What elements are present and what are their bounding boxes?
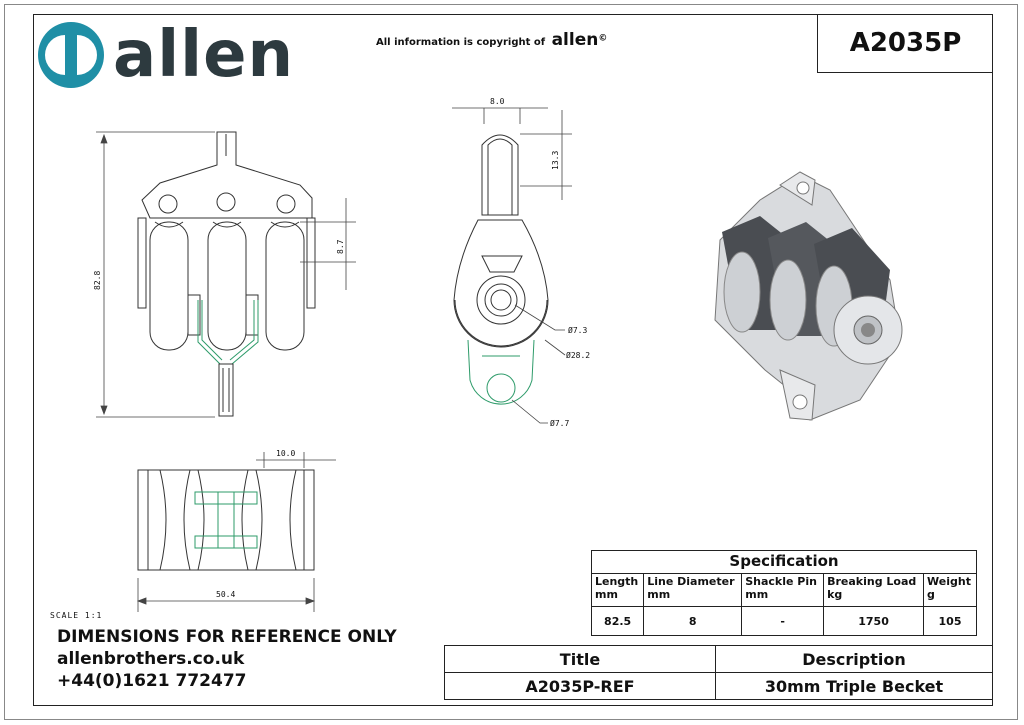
title-block: Title Description A2035P-REF 30mm Triple…	[444, 645, 993, 700]
product-render	[714, 171, 903, 421]
disclaimer-block: DIMENSIONS FOR REFERENCE ONLY allenbroth…	[57, 626, 397, 692]
copyright-text: All information is copyright of	[376, 37, 546, 48]
dim-overall-width: 50.4	[216, 590, 235, 599]
spec-value-weight: 105	[923, 606, 977, 636]
dim-sheave-width: 10.0	[276, 449, 295, 458]
website-text: allenbrothers.co.uk	[57, 649, 245, 669]
logo-wordmark: allen	[113, 18, 295, 92]
side-view	[453, 134, 549, 405]
description-label: Description	[715, 645, 993, 673]
scale-note: SCALE 1:1	[50, 611, 103, 620]
outer-frame	[4, 4, 1018, 720]
drawing-frame	[33, 14, 993, 706]
front-view	[137, 131, 316, 417]
description-value: 30mm Triple Becket	[715, 672, 993, 700]
dim-height-shackle: 13.3	[551, 151, 560, 170]
dim-length: 82.8	[93, 271, 102, 290]
phone-text: +44(0)1621 772477	[57, 671, 247, 691]
spec-value-shackle-pin: -	[741, 606, 825, 636]
spec-value-breaking-load: 1750	[823, 606, 925, 636]
allen-logo-mark-icon	[38, 22, 104, 88]
spec-value-length: 82.5	[590, 606, 645, 636]
dim-dia-sheave: Ø28.2	[566, 350, 590, 360]
dim-dia-becket: Ø7.7	[550, 418, 569, 428]
dim-width-top: 8.0	[490, 97, 505, 106]
title-label: Title	[444, 645, 716, 673]
allen-logo: allen	[37, 20, 294, 90]
part-number: A2035P	[817, 14, 993, 73]
dim-dia-pin: Ø7.3	[568, 325, 587, 335]
dim-sheave-gap: 8.7	[336, 239, 345, 254]
copyright-brand: allen	[551, 30, 599, 50]
spec-value-line-diameter: 8	[643, 606, 743, 636]
spec-caption: Specification	[591, 550, 977, 574]
title-value: A2035P-REF	[444, 672, 716, 700]
copyright-symbol: ©	[598, 33, 608, 44]
bottom-view	[137, 469, 315, 571]
disclaimer-line: DIMENSIONS FOR REFERENCE ONLY	[57, 627, 397, 647]
copyright-notice: All information is copyright of allen©	[376, 30, 607, 50]
